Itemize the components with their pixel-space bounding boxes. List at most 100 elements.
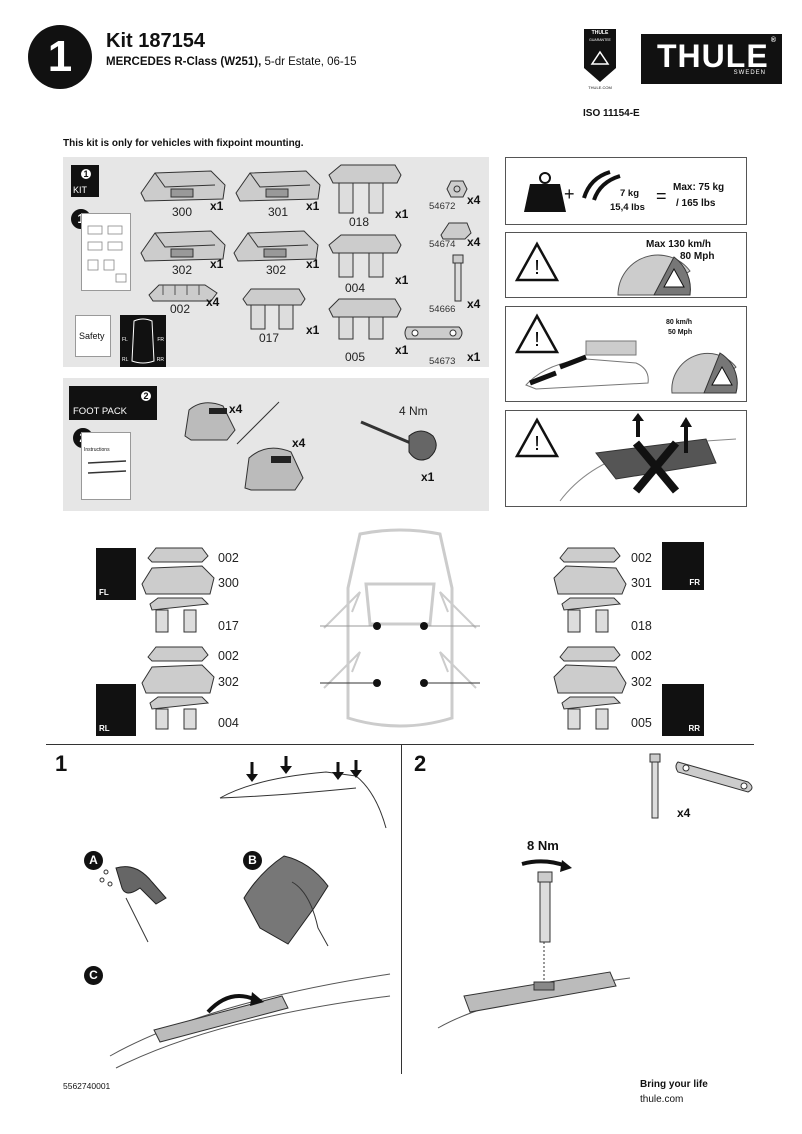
guarantee-top-text: THULE — [591, 30, 609, 36]
roof-bars-icon — [582, 170, 621, 201]
max-speed-mph: 80 Mph — [680, 251, 715, 262]
kit-note: This kit is only for vehicles with fixpo… — [63, 138, 304, 149]
step-2-number: 2 — [414, 751, 427, 776]
lf-part-1: 002 — [218, 551, 239, 565]
pad-300-image — [140, 170, 226, 202]
cleaning-spray-image — [99, 866, 167, 943]
speedometer-icon — [671, 352, 738, 394]
rf-part-1: 002 — [631, 551, 652, 565]
foot-pack-label: FOOT PACK — [73, 406, 128, 417]
corner-rl-card: RL — [96, 684, 136, 736]
part-code: 004 — [345, 281, 366, 295]
max-speed-kmh: Max 130 km/h — [646, 239, 712, 250]
bracket-017-image — [242, 288, 306, 330]
safety-label: Safety — [79, 331, 105, 341]
warning-triangle-icon: ! — [514, 417, 560, 458]
lr-part-1: 002 — [218, 649, 239, 663]
right-rear-stack — [553, 646, 627, 730]
pin-image — [649, 753, 661, 819]
footer-url[interactable]: thule.com — [640, 1094, 684, 1105]
bracket-005-image — [328, 298, 402, 340]
max-load-warning: + 7 kg 15,4 lbs = Max: 75 kg / 165 lbs — [505, 157, 747, 225]
part-qty: x1 — [210, 257, 224, 271]
part-code: 54672 — [429, 201, 456, 212]
step2-torque: 8 Nm — [527, 838, 559, 853]
bolt-54672-image — [446, 180, 468, 198]
right-front-stack — [553, 547, 627, 633]
corner-rr-label: RR — [688, 724, 700, 733]
vehicle-model: MERCEDES R-Class (W251), — [106, 56, 262, 68]
foot-qty-2: x4 — [292, 436, 306, 450]
foot-instructions-sheet: Instructions — [81, 432, 131, 500]
bolt-install-image — [437, 859, 631, 1029]
step-b-badge: B — [243, 851, 262, 870]
fixpoint-cover-image — [109, 973, 391, 1069]
corner-rr: RR — [156, 357, 164, 363]
part-code: 301 — [268, 205, 289, 219]
part-code: 54673 — [429, 356, 456, 367]
warning-triangle-icon: ! — [514, 313, 560, 354]
step-a-badge: A — [84, 851, 103, 870]
step2-qty: x4 — [677, 806, 691, 820]
part-qty: x1 — [467, 350, 481, 364]
car-roof-x-icon — [559, 413, 737, 502]
wiping-cloth-image — [243, 855, 329, 947]
guarantee-bottom-text: THULE.COM — [588, 85, 612, 90]
page-step-number: 1 — [28, 25, 92, 89]
lr-part-3: 004 — [218, 716, 239, 730]
part-code: 54666 — [429, 304, 456, 315]
reduced-speed-mph: 50 Mph — [668, 329, 693, 336]
instructions-label: Instructions — [84, 447, 110, 453]
svg-text:!: ! — [534, 433, 540, 455]
part-qty: x4 — [467, 193, 481, 207]
left-rear-stack — [141, 646, 215, 730]
kit-panel: 1 KIT 1 Safety FL FR RL RR 300 x1 301 x1… — [63, 157, 489, 367]
max-speed-warning: ! Max 130 km/h 80 Mph — [505, 232, 747, 298]
part-code: 54674 — [429, 239, 456, 250]
part-qty: x1 — [395, 343, 409, 357]
step-c-badge: C — [84, 966, 103, 985]
pad-301-image — [235, 170, 321, 202]
divider-slash — [236, 401, 280, 445]
plus-sign: + — [564, 184, 575, 204]
corner-fr: FR — [157, 337, 164, 343]
tool-torque: 4 Nm — [399, 404, 428, 418]
kit-tag: 1 KIT — [71, 165, 99, 197]
part-qty: x1 — [210, 199, 224, 213]
rubber-002-image — [148, 284, 218, 302]
car-roof-points-image — [219, 756, 387, 829]
thule-logo: THULE SWEDEN ® — [641, 34, 782, 84]
part-code: 017 — [259, 331, 280, 345]
corner-fl-label: FL — [99, 588, 109, 597]
kit-label: KIT — [73, 185, 88, 195]
part-qty: x4 — [206, 295, 220, 309]
part-qty: x4 — [467, 235, 481, 249]
lr-part-2: 302 — [218, 675, 239, 689]
equals-sign: = — [656, 186, 667, 206]
foot-image — [184, 402, 236, 441]
left-front-stack — [141, 547, 215, 633]
corner-rr-card: RR — [662, 684, 704, 736]
rr-part-1: 002 — [631, 649, 652, 663]
corner-fl-card: FL — [96, 548, 136, 600]
vehicle-details: 5-dr Estate, 06-15 — [261, 56, 357, 68]
max-load-kg: Max: 75 kg — [673, 182, 725, 193]
vehicle-description: MERCEDES R-Class (W251), 5-dr Estate, 06… — [106, 56, 357, 68]
bar-weight-kg: 7 kg — [620, 188, 640, 199]
kit-badge: 1 — [79, 167, 93, 181]
rr-part-3: 005 — [631, 716, 652, 730]
guarantee-mid-text: GUARANTEE — [589, 38, 611, 42]
rf-part-2: 301 — [631, 576, 652, 590]
car-top-view — [320, 528, 480, 728]
part-qty: x1 — [306, 323, 320, 337]
guarantee-badge: THULE GUARANTEE THULE.COM — [583, 28, 617, 90]
reduced-speed-kmh: 80 km/h — [666, 319, 693, 326]
corner-fr-card: FR — [662, 542, 704, 590]
part-qty: x1 — [395, 273, 409, 287]
corner-fr-label: FR — [689, 578, 700, 587]
foot-image-alt — [244, 447, 304, 491]
part-code: 002 — [170, 302, 191, 316]
vehicle-corners-card: FL FR RL RR — [120, 315, 166, 367]
brand-sub: SWEDEN — [733, 70, 766, 76]
kit-title: Kit 187154 — [106, 30, 205, 52]
